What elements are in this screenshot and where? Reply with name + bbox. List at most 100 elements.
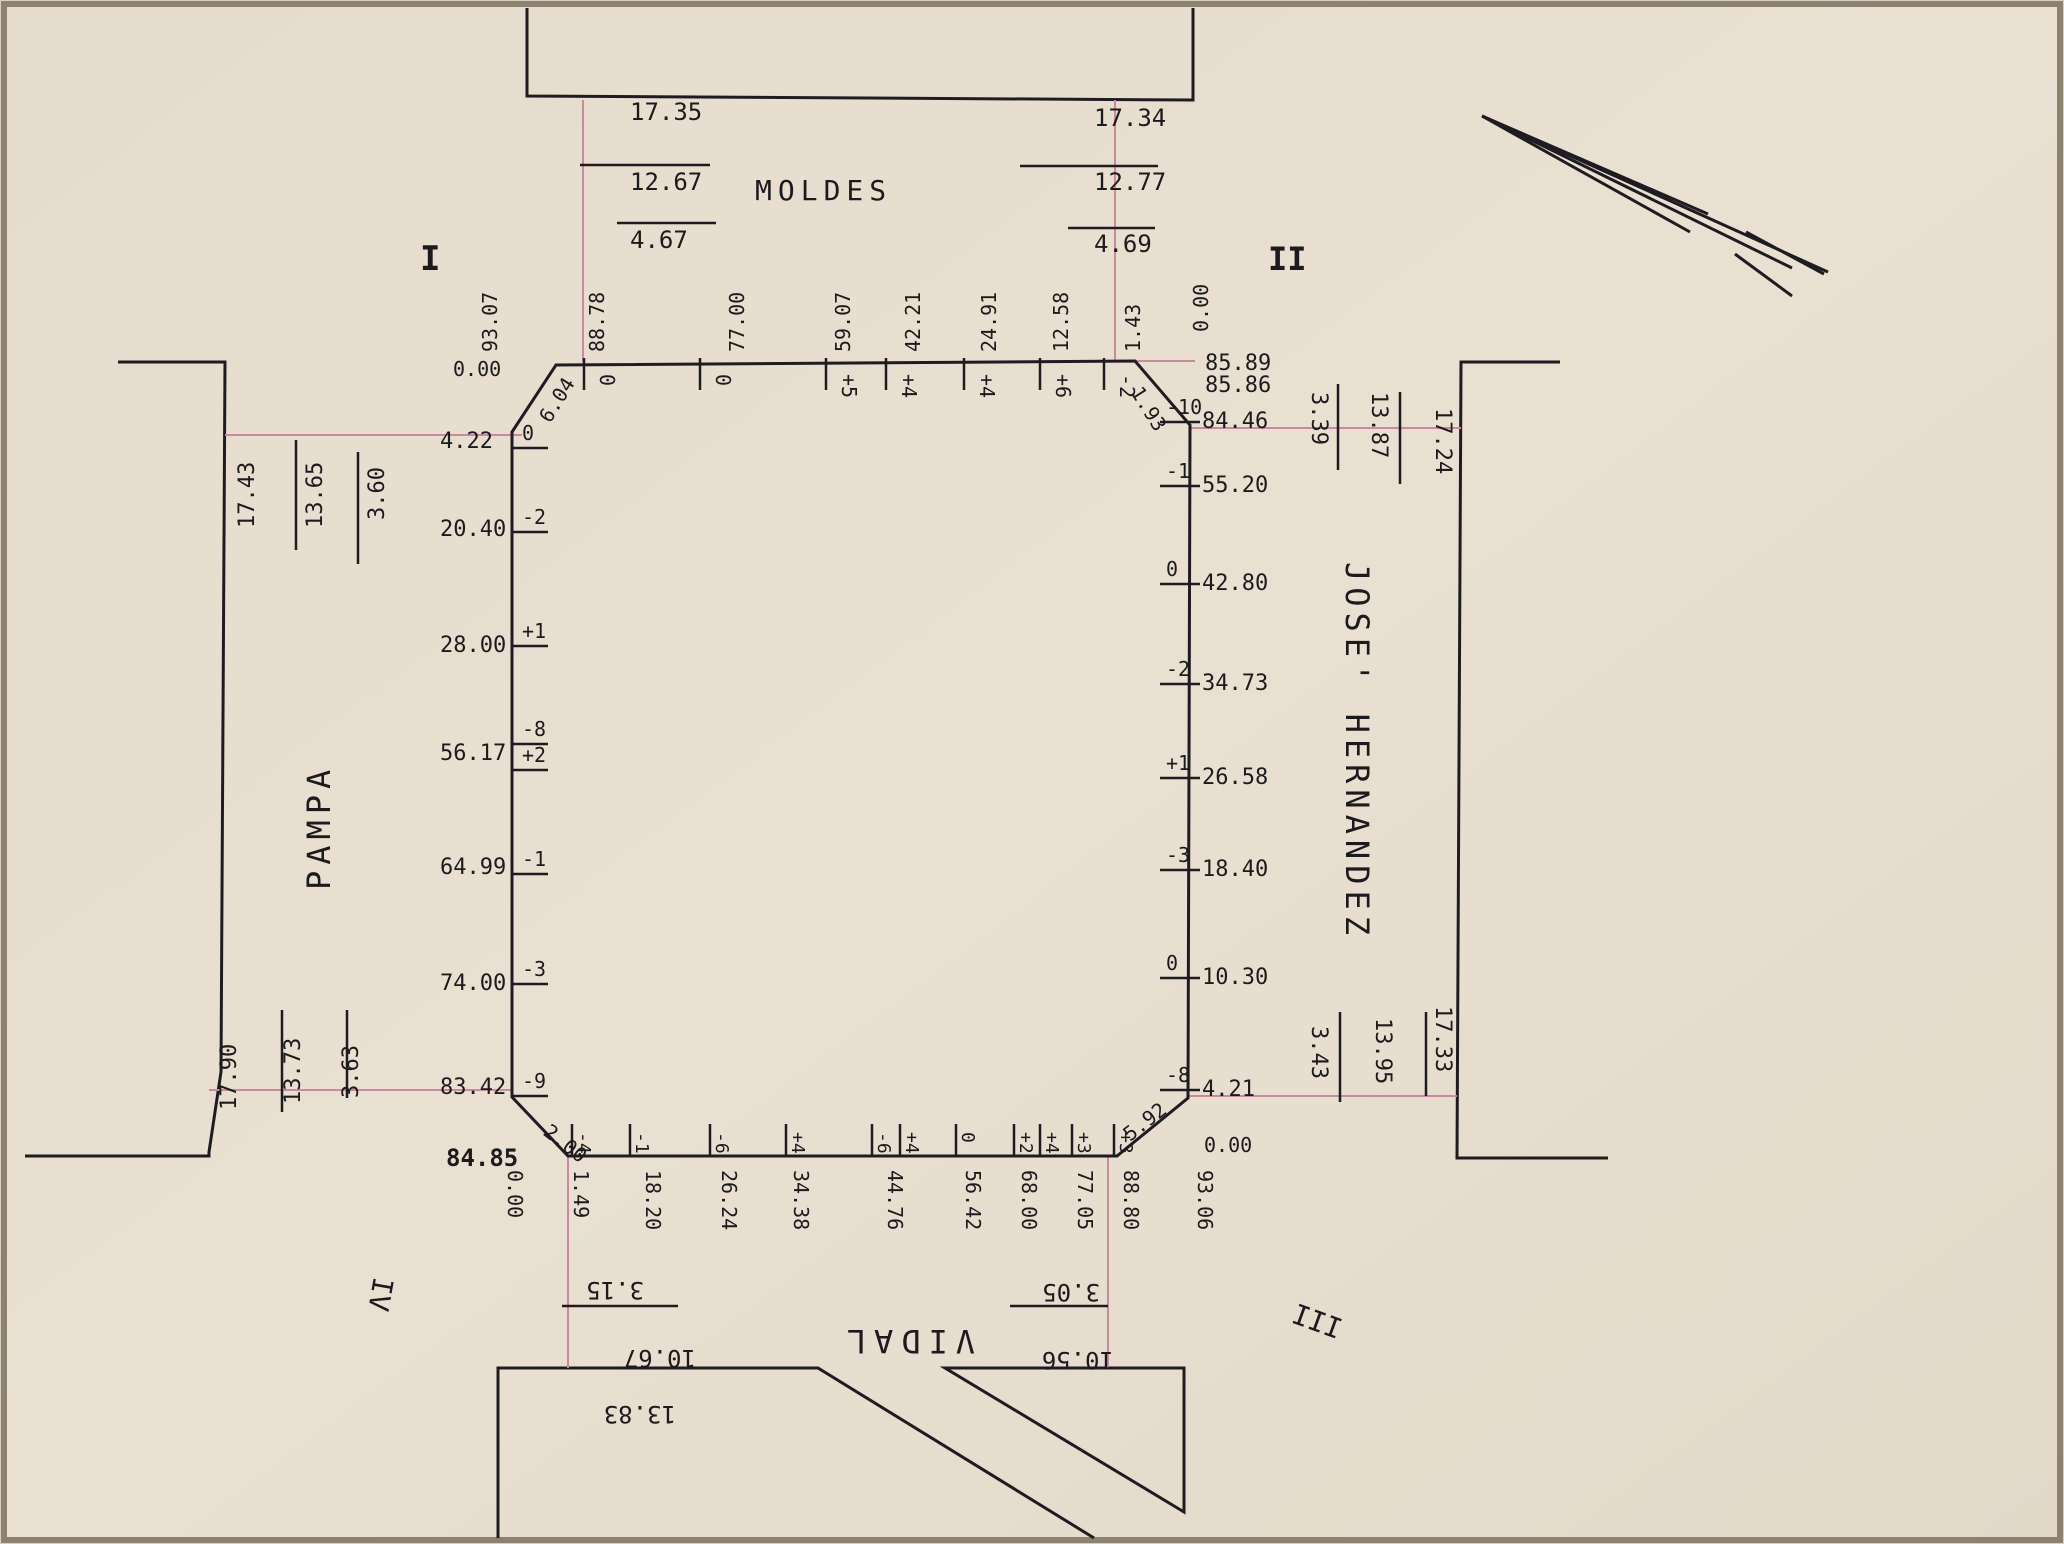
east-dim-2: 13.87	[1366, 392, 1391, 458]
bottom-station-label: 56.42	[961, 1170, 985, 1230]
bottom-station-label: 0.00	[503, 1170, 527, 1218]
south-block-left	[496, 1366, 1095, 1540]
left-station-label: 4.22	[440, 429, 493, 454]
bottom-mark-label: -6	[873, 1132, 894, 1154]
right-mark-label: -10	[1166, 395, 1202, 419]
left-mark-label: -3	[522, 957, 546, 981]
west-dim-6: 3.63	[339, 1045, 364, 1098]
south-left-dim-2: 10.67	[624, 1344, 696, 1372]
north-right-dim-1: 17.34	[1094, 104, 1166, 132]
north-right-dim-3: 4.69	[1094, 230, 1152, 258]
west-dim-5: 13.73	[281, 1038, 306, 1104]
left-mark-label: -2	[522, 505, 546, 529]
west-dim-2: 13.65	[303, 462, 328, 528]
bottom-mark-label: +4	[1041, 1132, 1062, 1154]
bottom-station-label: 77.05	[1073, 1170, 1097, 1230]
west-dim-1: 17.43	[235, 462, 260, 528]
north-left-dim-3: 4.67	[630, 226, 688, 254]
south-right-dim-1: 3.05	[1042, 1278, 1100, 1306]
east-dim-3: 17.24	[1430, 408, 1455, 474]
bottom-mark-label: -4	[573, 1132, 594, 1154]
south-block-right	[939, 1366, 1186, 1515]
right-side-labels: 84.4655.2042.8034.7326.5818.4010.304.21-…	[1166, 395, 1268, 1102]
bottom-side-labels: 0.00 1.49 18.20 26.24 34.38 44.76 56.42 68.00 77…	[503, 1132, 1217, 1230]
left-mark-label: -9	[522, 1069, 546, 1093]
left-side-labels: 4.2220.4028.0056.1764.9974.0083.420-2+1-…	[440, 421, 546, 1100]
top-station-label: 93.07	[478, 292, 502, 352]
west-dim-3: 3.60	[365, 467, 390, 520]
bottom-mark-label: +3	[1073, 1132, 1094, 1154]
left-mark-label: +2	[522, 743, 546, 767]
bottom-mark-label: -1	[631, 1132, 652, 1154]
right-station-label: 84.46	[1202, 409, 1268, 434]
block-outlines	[25, 8, 1608, 1540]
north-right-dim-2: 12.77	[1094, 168, 1166, 196]
top-station-label: 42.21	[901, 292, 925, 352]
top-station-label: 24.91	[977, 292, 1001, 352]
bottom-mark-label: +4	[901, 1132, 922, 1154]
street-name-south: VIDAL	[839, 1322, 975, 1360]
station-ticks	[512, 358, 1200, 1156]
left-mark-label: 0	[522, 421, 534, 445]
top-station-label: 12.58	[1049, 292, 1073, 352]
east-block	[1455, 360, 1608, 1160]
north-left-dim-1: 17.35	[630, 98, 702, 126]
street-name-north: MOLDES	[755, 174, 892, 207]
left-station-label: 83.42	[440, 1075, 506, 1100]
right-station-label: 34.73	[1202, 671, 1268, 696]
top-left-corner: 0.00	[453, 357, 501, 381]
top-mark-label: -2	[1115, 374, 1139, 398]
right-bottom-corner: 0.00	[1204, 1133, 1252, 1157]
right-mark-label: 0	[1166, 951, 1178, 975]
bottom-station-label: 34.38	[789, 1170, 813, 1230]
bottom-station-label: 1.49	[569, 1170, 593, 1218]
bottom-station-label: 88.80	[1119, 1170, 1143, 1230]
right-station-label: 4.21	[1202, 1077, 1255, 1102]
right-mark-label: -1	[1166, 459, 1190, 483]
top-mark-label: +5	[837, 374, 861, 398]
right-station-label: 55.20	[1202, 473, 1268, 498]
west-dim-4: 17.90	[217, 1044, 242, 1110]
north-left-dim-2: 12.67	[630, 168, 702, 196]
right-station-label: 10.30	[1202, 965, 1268, 990]
east-dim-6: 17.33	[1430, 1006, 1455, 1072]
quadrant-4: IV	[361, 1275, 399, 1314]
bottom-station-label: 26.24	[717, 1170, 741, 1230]
bottom-mark-label: 0	[957, 1132, 978, 1143]
plaza-outline	[510, 359, 1192, 1158]
left-station-label: 64.99	[440, 855, 506, 880]
top-station-label: 1.43	[1121, 304, 1145, 352]
south-left-dim-1: 3.15	[586, 1276, 644, 1304]
bottom-mark-label: +2	[1015, 1132, 1036, 1154]
east-street-dims: 3.39 13.87 17.24 3.43 13.95 17.33	[1306, 384, 1455, 1102]
right-top-2: 85.86	[1205, 373, 1271, 398]
quadrant-2: II	[1268, 240, 1307, 278]
street-name-west: PAMPA	[300, 764, 338, 890]
top-mark-label: +4	[897, 374, 921, 398]
right-station-label: 26.58	[1202, 765, 1268, 790]
right-station-label: 18.40	[1202, 857, 1268, 882]
left-mark-label: +1	[522, 619, 546, 643]
north-block	[525, 8, 1195, 102]
north-arrow-icon	[1481, 114, 1829, 298]
top-station-label: 77.00	[725, 292, 749, 352]
right-top-0: 0.00	[1189, 284, 1213, 332]
bottom-station-label: 44.76	[883, 1170, 907, 1230]
reference-lines	[209, 100, 1461, 1368]
top-mark-label: 0	[711, 374, 735, 386]
top-mark-label: 0	[595, 374, 619, 386]
right-mark-label: -8	[1166, 1063, 1190, 1087]
bottom-station-label: 18.20	[641, 1170, 665, 1230]
bottom-mark-label: -6	[711, 1132, 732, 1154]
south-right-dim-2: 10.56	[1042, 1346, 1114, 1374]
bottom-station-label: 68.00	[1017, 1170, 1041, 1230]
left-station-label: 28.00	[440, 633, 506, 658]
top-station-label: 88.78	[585, 292, 609, 352]
north-street-dims: 17.35 12.67 4.67 17.34 12.77 4.69	[580, 98, 1166, 258]
left-station-label: 56.17	[440, 741, 506, 766]
right-mark-label: -3	[1166, 843, 1190, 867]
bottom-mark-label: +3	[1115, 1132, 1136, 1154]
